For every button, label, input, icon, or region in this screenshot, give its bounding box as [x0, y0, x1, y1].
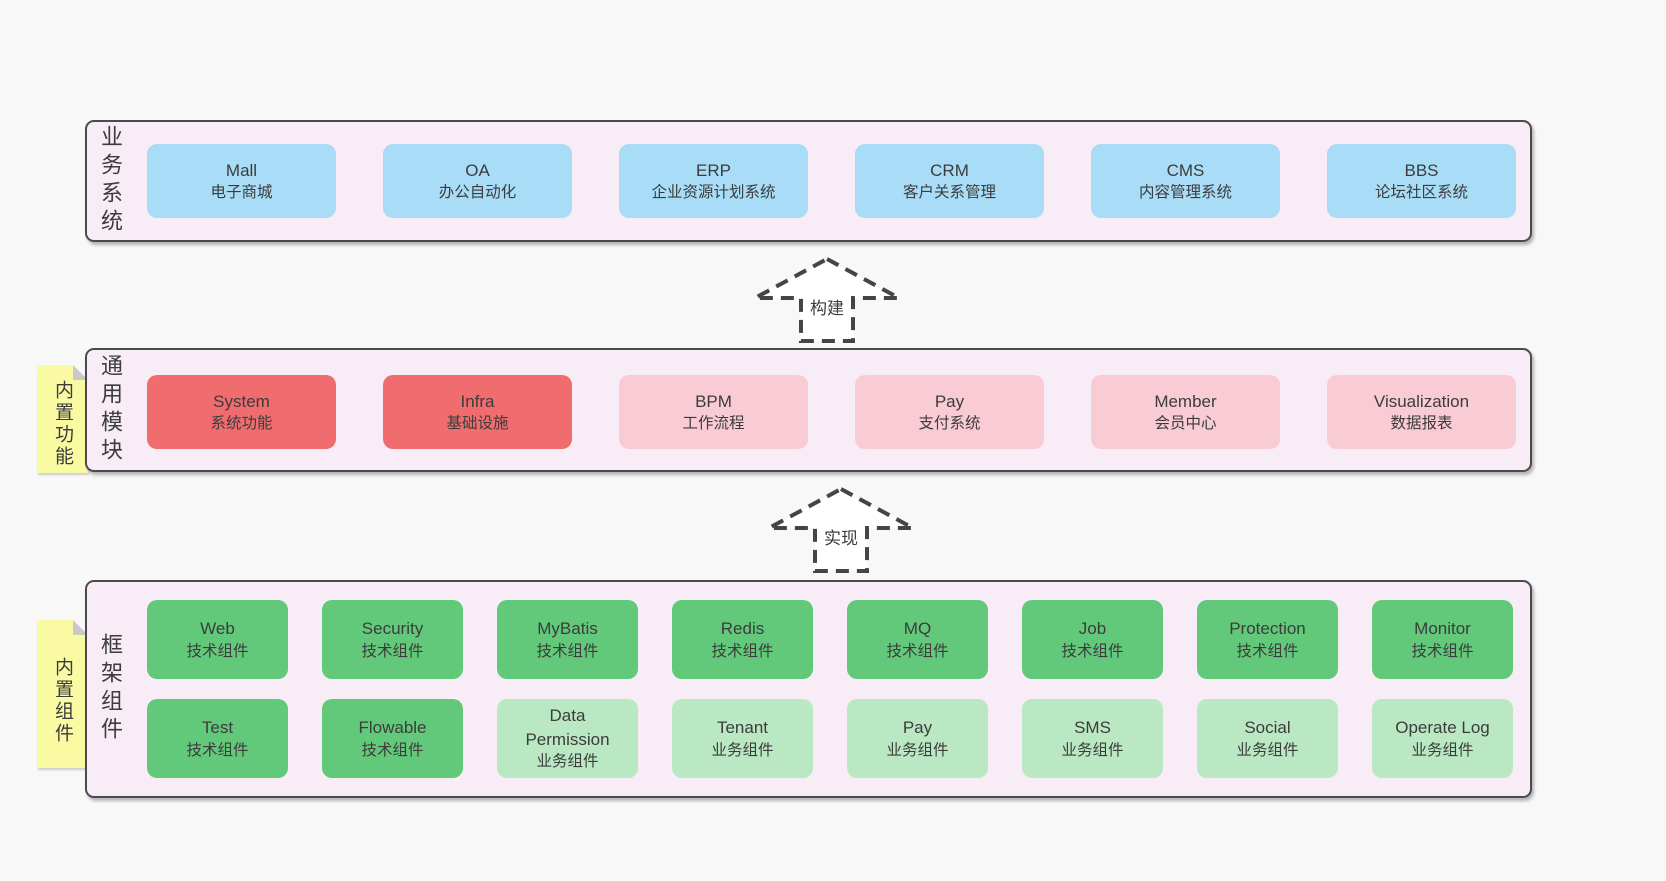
sticky-note-built-in-components: 内置组件 — [37, 620, 88, 768]
box-oa: OA 办公自动化 — [383, 144, 572, 218]
box-security: Security 技术组件 — [322, 600, 463, 679]
box-infra: Infra 基础设施 — [383, 375, 572, 449]
box-pay-component: Pay 业务组件 — [847, 699, 988, 778]
build-arrow-label: 构建 — [806, 293, 848, 320]
box-visualization: Visualization 数据报表 — [1327, 375, 1516, 449]
panel-label-business-systems: 业务系统 — [98, 125, 123, 237]
box-redis: Redis 技术组件 — [672, 600, 813, 679]
box-bpm: BPM 工作流程 — [619, 375, 808, 449]
build-arrow: 构建 — [752, 256, 902, 344]
box-web: Web 技术组件 — [147, 600, 288, 679]
box-crm: CRM 客户关系管理 — [855, 144, 1044, 218]
box-monitor: Monitor 技术组件 — [1372, 600, 1513, 679]
framework-components-row-1: Web 技术组件 Security 技术组件 MyBatis 技术组件 Redi… — [147, 600, 1513, 679]
box-system: System 系统功能 — [147, 375, 336, 449]
implement-arrow-label: 实现 — [820, 523, 862, 550]
box-pay-module: Pay 支付系统 — [855, 375, 1044, 449]
box-protection: Protection 技术组件 — [1197, 600, 1338, 679]
box-member: Member 会员中心 — [1091, 375, 1280, 449]
panel-framework-components: 框架组件 Web 技术组件 Security 技术组件 MyBatis 技术组件… — [85, 580, 1532, 798]
box-cms: CMS 内容管理系统 — [1091, 144, 1280, 218]
box-mall: Mall 电子商城 — [147, 144, 336, 218]
box-sms: SMS 业务组件 — [1022, 699, 1163, 778]
panel-label-common-modules: 通用模块 — [98, 354, 123, 466]
box-mq: MQ 技术组件 — [847, 600, 988, 679]
sticky-note-label: 内置功能 — [52, 380, 73, 469]
panel-business-systems: 业务系统 Mall 电子商城 OA 办公自动化 ERP 企业资源计划系统 CRM… — [85, 120, 1532, 242]
common-modules-row: System 系统功能 Infra 基础设施 BPM 工作流程 Pay 支付系统… — [147, 375, 1516, 449]
sticky-note-label: 内置组件 — [52, 657, 73, 746]
implement-arrow: 实现 — [766, 486, 916, 574]
framework-components-row-2: Test 技术组件 Flowable 技术组件 Data Permission … — [147, 699, 1513, 778]
panel-common-modules: 通用模块 System 系统功能 Infra 基础设施 BPM 工作流程 Pay… — [85, 348, 1532, 472]
box-bbs: BBS 论坛社区系统 — [1327, 144, 1516, 218]
box-job: Job 技术组件 — [1022, 600, 1163, 679]
box-operate-log: Operate Log 业务组件 — [1372, 699, 1513, 778]
box-erp: ERP 企业资源计划系统 — [619, 144, 808, 218]
box-flowable: Flowable 技术组件 — [322, 699, 463, 778]
box-data-permission: Data Permission 业务组件 — [497, 699, 638, 778]
box-test: Test 技术组件 — [147, 699, 288, 778]
business-systems-row: Mall 电子商城 OA 办公自动化 ERP 企业资源计划系统 CRM 客户关系… — [147, 144, 1516, 218]
box-tenant: Tenant 业务组件 — [672, 699, 813, 778]
box-social: Social 业务组件 — [1197, 699, 1338, 778]
box-mybatis: MyBatis 技术组件 — [497, 600, 638, 679]
panel-label-framework-components: 框架组件 — [98, 633, 123, 745]
sticky-note-built-in-functions: 内置功能 — [37, 365, 88, 473]
